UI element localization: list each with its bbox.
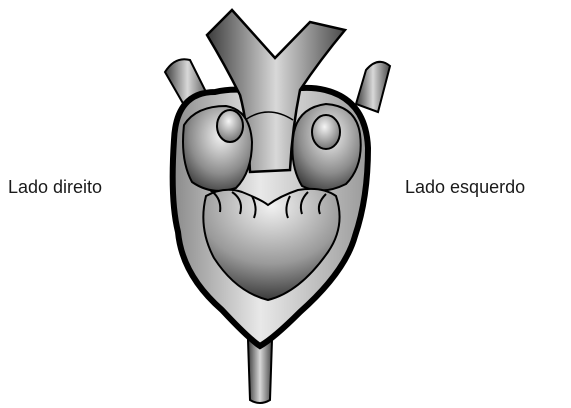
left-upper-vessel (356, 62, 390, 112)
left-valve-opening (312, 115, 340, 149)
right-valve-opening (217, 110, 243, 142)
